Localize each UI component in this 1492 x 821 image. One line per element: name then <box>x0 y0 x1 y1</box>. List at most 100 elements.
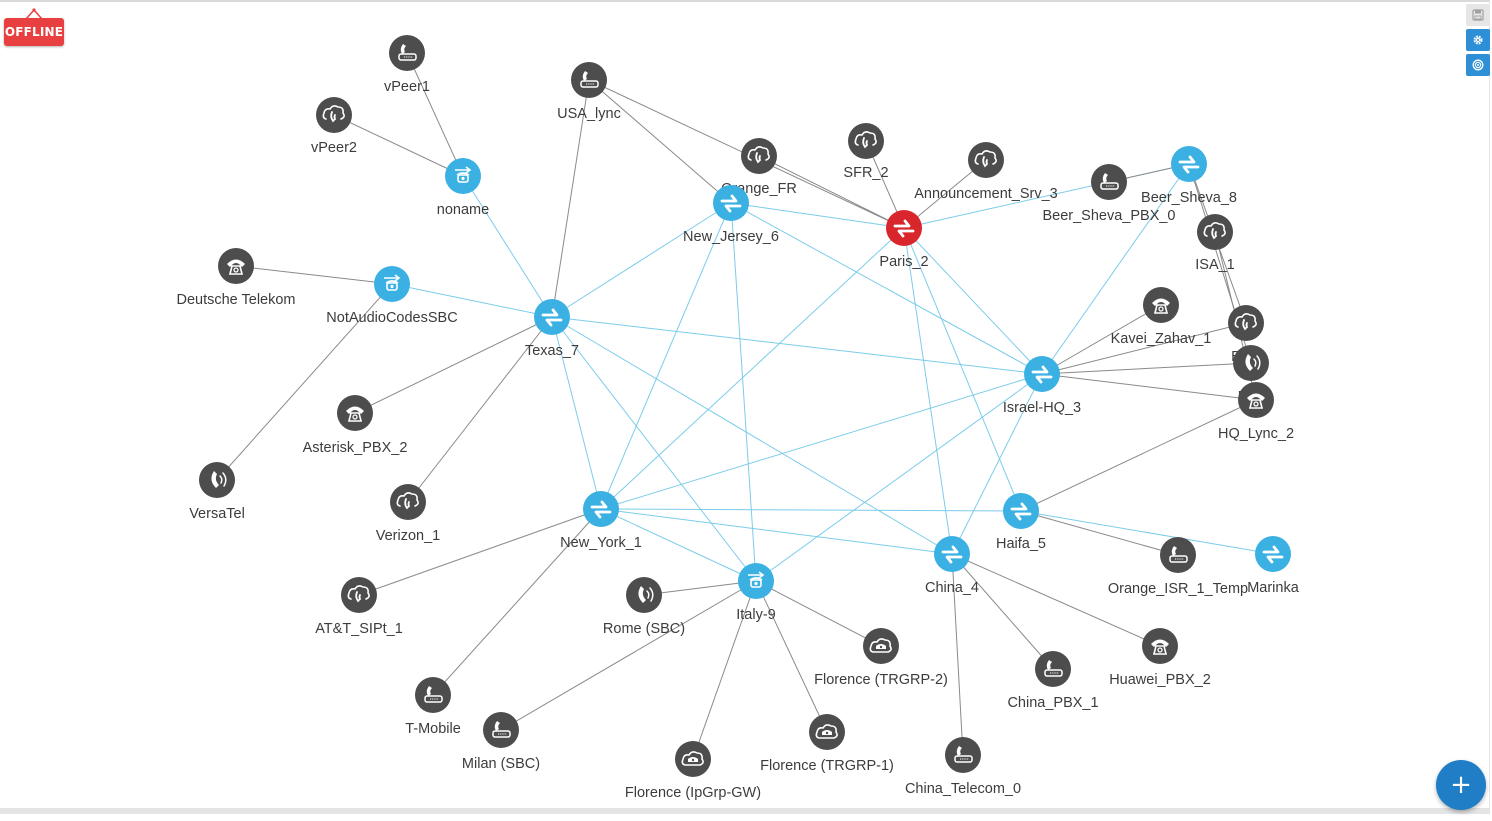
device-node-New_Jersey_6[interactable]: New_Jersey_6 <box>683 185 779 245</box>
device-node-circle[interactable] <box>534 299 570 335</box>
edge-B_3-Israel_HQ_3[interactable] <box>1041 362 1252 375</box>
edge-Paris_2-China_4[interactable] <box>903 227 953 555</box>
edge-New_York_1-China_4[interactable] <box>600 508 953 555</box>
device-node-ISA_1[interactable]: ISA_1 <box>1195 214 1235 273</box>
edge-Texas_7-Verizon_1[interactable] <box>407 316 553 503</box>
edge-Italy_9-Florence_IpGrp_GW[interactable] <box>692 580 757 760</box>
device-node-circle[interactable] <box>945 737 981 773</box>
edge-Israel_HQ_3-Italy_9[interactable] <box>755 373 1043 582</box>
device-node-circle[interactable] <box>1228 305 1264 341</box>
device-node-circle[interactable] <box>848 123 884 159</box>
device-node-circle[interactable] <box>445 158 481 194</box>
device-node-circle[interactable] <box>738 563 774 599</box>
save-button[interactable] <box>1466 4 1490 26</box>
edge-Kavei_Zahav_1-Israel_HQ_3[interactable] <box>1041 304 1162 375</box>
edge-vPeer1-noname[interactable] <box>406 52 464 177</box>
edge-Texas_7-New_York_1[interactable] <box>551 316 602 510</box>
device-node-circle[interactable] <box>374 266 410 302</box>
edge-vPeer2-noname[interactable] <box>333 114 464 177</box>
edge-China_4-China_Telecom_0[interactable] <box>951 553 964 756</box>
device-node-circle[interactable] <box>483 712 519 748</box>
edge-Paris_2-Israel_HQ_3[interactable] <box>903 227 1043 375</box>
device-node-circle[interactable] <box>886 210 922 246</box>
edge-Italy_9-Milan_SBC[interactable] <box>500 580 757 731</box>
target-button[interactable] <box>1466 54 1490 76</box>
edge-Haifa_5-Orange_ISR_1_Temp[interactable] <box>1020 510 1179 556</box>
device-node-circle[interactable] <box>341 577 377 613</box>
device-node-circle[interactable] <box>316 97 352 133</box>
device-node-Texas_7[interactable]: Texas_7 <box>525 299 579 359</box>
edge-Deutsche_Telekom-NotAudioCodesSBC[interactable] <box>235 265 393 285</box>
device-node-circle[interactable] <box>1091 164 1127 200</box>
device-node-circle[interactable] <box>626 577 662 613</box>
device-node-circle[interactable] <box>741 138 777 174</box>
edge-New_Jersey_6-Italy_9[interactable] <box>730 202 757 582</box>
edge-NotAudioCodesSBC-Texas_7[interactable] <box>391 283 553 318</box>
edge-Orange_FR-Paris_2[interactable] <box>758 155 905 229</box>
edge-Israel_HQ_3-China_4[interactable] <box>951 373 1043 555</box>
device-node-circle[interactable] <box>1255 536 1291 572</box>
edge-Texas_7-China_4[interactable] <box>551 316 953 555</box>
edge-Italy_9-Florence_TRGRP_1[interactable] <box>755 580 828 733</box>
edge-Italy_9-Rome_SBC[interactable] <box>643 580 757 596</box>
device-node-Beer_Sheva_8[interactable]: Beer_Sheva_8 <box>1141 146 1237 206</box>
device-node-Orange_ISR_1_Temp[interactable]: Orange_ISR_1_Temp <box>1108 537 1248 597</box>
device-node-Florence_IpGrp_GW[interactable]: Florence (IpGrp-GW) <box>625 741 761 801</box>
edge-Paris_2-Haifa_5[interactable] <box>903 227 1022 512</box>
device-node-Deutsche_Telekom[interactable]: Deutsche Telekom <box>176 248 296 308</box>
edge-noname-Texas_7[interactable] <box>462 175 553 318</box>
edge-New_Jersey_6-New_York_1[interactable] <box>600 202 732 510</box>
device-node-circle[interactable] <box>389 35 425 71</box>
edge-New_Jersey_6-Texas_7[interactable] <box>551 202 732 318</box>
device-node-circle[interactable] <box>1003 493 1039 529</box>
device-node-circle[interactable] <box>415 677 451 713</box>
device-node-T_Mobile[interactable]: T-Mobile <box>405 677 461 737</box>
device-node-Marinka[interactable]: Marinka <box>1247 536 1300 596</box>
device-node-USA_lync[interactable]: USA_lync <box>557 62 621 122</box>
edge-New_York_1-Haifa_5[interactable] <box>600 508 1022 512</box>
device-node-VersaTel[interactable]: VersaTel <box>189 462 245 522</box>
edge-New_York_1-ATT_SIPt_1[interactable] <box>358 508 602 596</box>
edge-New_Jersey_6-Israel_HQ_3[interactable] <box>730 202 1043 375</box>
edge-USA_lync-New_Jersey_6[interactable] <box>588 79 732 204</box>
device-node-circle[interactable] <box>583 491 619 527</box>
device-node-NotAudioCodesSBC[interactable]: NotAudioCodesSBC <box>326 266 458 326</box>
device-node-vPeer2[interactable]: vPeer2 <box>311 97 357 156</box>
device-node-Rome_SBC[interactable]: Rome (SBC) <box>603 577 685 637</box>
device-node-Verizon_1[interactable]: Verizon_1 <box>376 484 441 544</box>
edge-HQ_Lync_2-Haifa_5[interactable] <box>1020 399 1257 512</box>
edge-NotAudioCodesSBC-VersaTel[interactable] <box>216 283 393 481</box>
edge-HQ_Lync_2-Israel_HQ_3[interactable] <box>1041 373 1257 401</box>
device-node-Milan_SBC[interactable]: Milan (SBC) <box>462 712 540 772</box>
edge-Texas_7-Israel_HQ_3[interactable] <box>551 316 1043 375</box>
edge-USA_lync-Texas_7[interactable] <box>551 79 590 318</box>
device-node-Florence_TRGRP_2[interactable]: Florence (TRGRP-2) <box>814 628 948 688</box>
device-node-Asterisk_PBX_2[interactable]: Asterisk_PBX_2 <box>303 395 408 456</box>
device-node-circle[interactable] <box>1160 537 1196 573</box>
device-node-circle[interactable] <box>968 142 1004 178</box>
edge-Haifa_5-Marinka[interactable] <box>1020 510 1274 555</box>
edge-Italy_9-Florence_TRGRP_2[interactable] <box>755 580 882 647</box>
device-node-noname[interactable]: noname <box>437 158 489 218</box>
device-node-circle[interactable] <box>713 185 749 221</box>
device-node-vPeer1[interactable]: vPeer1 <box>384 35 430 95</box>
device-node-Huawei_PBX_2[interactable]: Huawei_PBX_2 <box>1109 628 1211 688</box>
device-node-Beer_Sheva_PBX_0[interactable]: Beer_Sheva_PBX_0 <box>1042 164 1176 224</box>
device-node-Announcement_Srv_3[interactable]: Announcement_Srv_3 <box>914 142 1058 202</box>
edge-China_4-China_PBX_1[interactable] <box>951 553 1054 670</box>
edge-Texas_7-Italy_9[interactable] <box>551 316 757 582</box>
device-node-circle[interactable] <box>1024 356 1060 392</box>
edge-New_York_1-Italy_9[interactable] <box>600 508 757 582</box>
device-node-Haifa_5[interactable]: Haifa_5 <box>996 493 1046 552</box>
settings-button[interactable] <box>1466 29 1490 51</box>
edge-New_Jersey_6-Paris_2[interactable] <box>730 202 905 229</box>
device-node-circle[interactable] <box>199 462 235 498</box>
device-node-ATT_SIPt_1[interactable]: AT&T_SIPt_1 <box>315 577 403 637</box>
edge-Paris_2-New_York_1[interactable] <box>600 227 905 510</box>
device-node-Paris_2[interactable]: Paris_2 <box>879 210 929 270</box>
device-node-Kavei_Zahav_1[interactable]: Kavei_Zahav_1 <box>1111 287 1212 347</box>
device-node-circle[interactable] <box>934 536 970 572</box>
device-node-circle[interactable] <box>390 484 426 520</box>
device-node-circle[interactable] <box>1233 345 1269 381</box>
